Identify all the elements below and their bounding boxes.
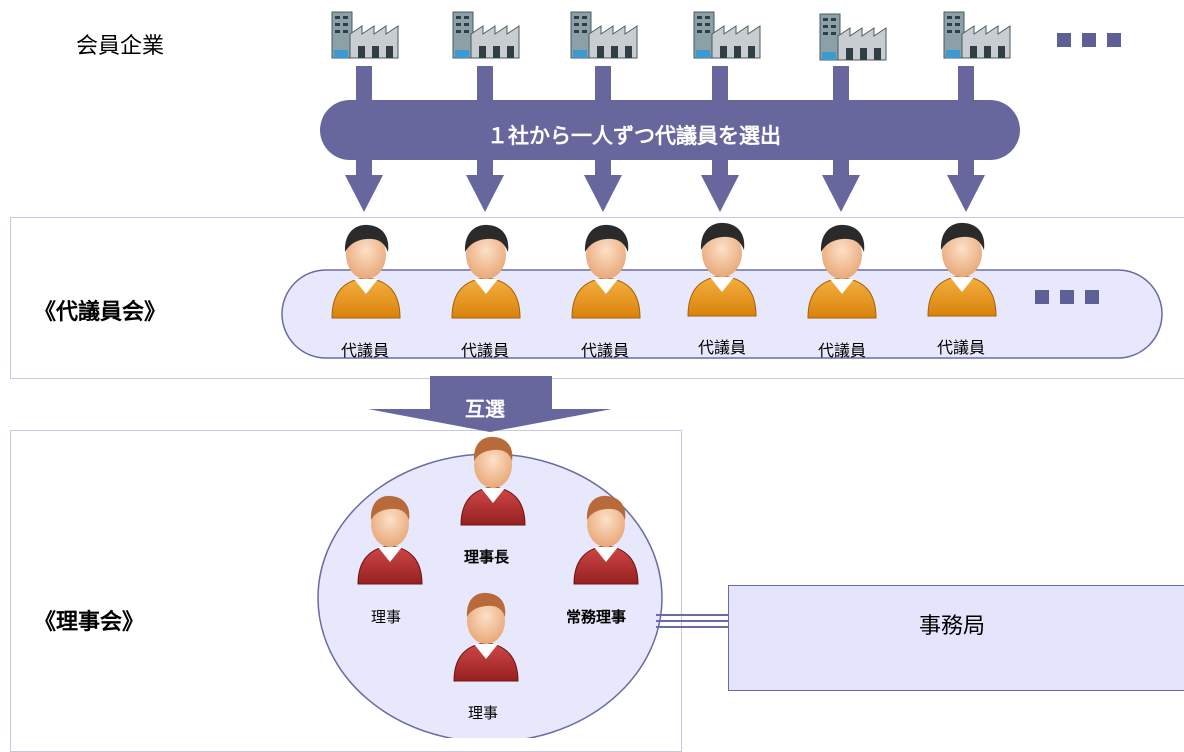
rep-arrow-1 [345,155,383,212]
secretariat-box: 事務局 [728,585,1184,691]
selection-bar [320,100,1020,160]
rep-arrow-2 [466,155,504,212]
selection-arrow-text: １社から一人ずつ代議員を選出 [487,124,781,148]
director-person-icon [357,495,423,585]
chairman-label: 理事長 [464,548,510,566]
member-companies-label: 会員企業 [76,34,165,59]
representative-label: 代議員 [460,341,509,360]
rep-arrow-4 [701,155,739,212]
managing-director-person-icon [573,495,639,585]
representative-label: 代議員 [697,338,746,357]
company-arrow-stem-5 [833,66,849,106]
representative-label: 代議員 [580,341,629,360]
mutual-election-text: 互選 [465,397,505,421]
rep-arrow-3 [584,155,622,212]
company-arrow-stem-4 [712,66,728,106]
company-to-bar-arrows [356,66,974,106]
chairman-person-icon [460,436,526,526]
company-arrow-stem-3 [595,66,611,106]
rep-arrow-6 [947,155,985,212]
representative-label: 代議員 [936,338,985,357]
managing-director-label: 常務理事 [566,608,627,626]
secretariat-connector [656,614,730,628]
company-arrow-stem-1 [356,66,372,106]
assembly-section-label: 《代議員会》 [34,300,167,325]
representative-label: 代議員 [340,341,389,360]
representative-label: 代議員 [817,341,866,360]
director-bottom-label: 理事 [468,704,499,722]
company-arrow-stem-6 [958,66,974,106]
company-arrow-stem-2 [477,66,493,106]
board-section-label: 《理事会》 [34,610,145,635]
secretariat-label: 事務局 [919,614,986,639]
rep-arrow-5 [822,155,860,212]
bar-to-rep-arrows [345,155,985,212]
mutual-election-arrow [368,376,612,432]
director-left-label: 理事 [371,608,402,626]
more-companies-ellipsis [1057,33,1121,47]
director-person-icon [453,592,519,682]
more-representatives-ellipsis [1035,290,1099,304]
